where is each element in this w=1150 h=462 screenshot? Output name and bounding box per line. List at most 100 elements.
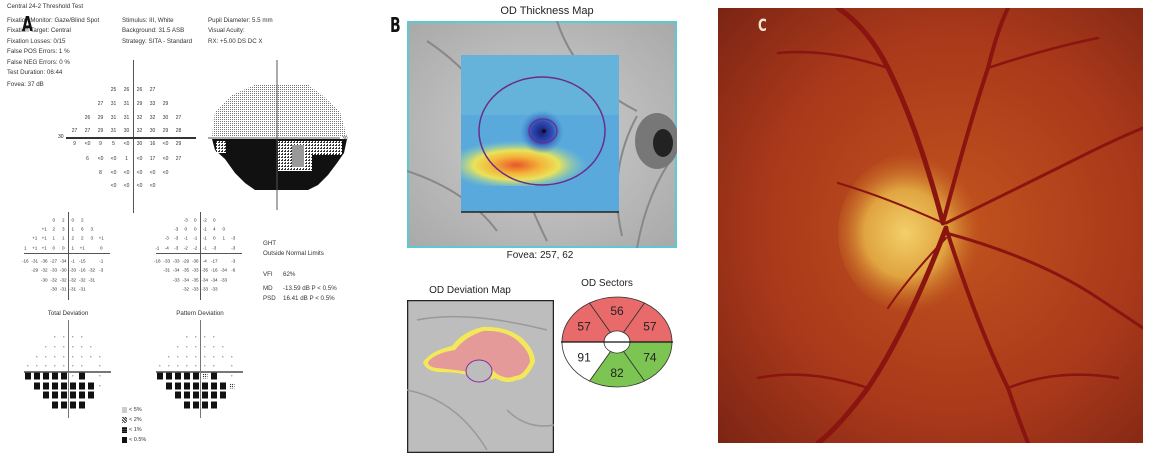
probability-symbol-normal: [35, 356, 38, 358]
field-value: 30: [162, 115, 169, 121]
field-value: 0: [184, 226, 188, 232]
sector-superior-nasal: [622, 302, 673, 343]
sector-value-inferior-nasal: 74: [643, 351, 657, 365]
field-value: 30: [123, 128, 130, 134]
total-deviation-horizontal-axis: [24, 253, 110, 255]
probability-symbol-0.5: [42, 382, 49, 390]
thickness-upper-band: [461, 55, 619, 115]
test-info-line: Fixation Losses: 0/15: [7, 37, 66, 45]
probability-symbol-0.5: [183, 382, 190, 390]
sector-value-inferior-temporal: 91: [577, 351, 591, 365]
field-value: -18: [153, 258, 161, 264]
legend-text: < 0.5%: [129, 437, 147, 443]
field-value: +1: [41, 226, 47, 232]
probability-symbol-0.5: [69, 401, 76, 409]
field-value: 1: [61, 235, 65, 241]
td-probability-vertical-axis: [68, 320, 69, 418]
field-value: -4: [202, 258, 207, 264]
sector-inferior: [588, 351, 646, 388]
fovea-threshold: Fovea: 37 dB: [7, 81, 44, 88]
field-value: 6: [86, 156, 89, 162]
field-value: -2: [202, 217, 207, 223]
probability-symbol-normal: [89, 356, 92, 358]
field-value: <0: [162, 141, 169, 147]
probability-symbol-0.5: [210, 382, 217, 390]
probability-symbol-0.5: [192, 391, 199, 399]
sector-value-superior-nasal: 57: [643, 320, 657, 334]
field-value: -3: [212, 245, 217, 251]
probability-symbol-0.5: [69, 382, 76, 390]
field-value: -1: [193, 235, 198, 241]
grayscale-hatched-region: [216, 141, 226, 153]
field-value: -30: [40, 277, 48, 283]
probability-symbol-0.5: [78, 382, 85, 390]
vfi-label: VFI: [263, 271, 273, 278]
legend-item-05: < 0.5%: [122, 437, 146, 443]
probability-symbol-0.5: [42, 391, 49, 399]
field-value: -32: [69, 277, 77, 283]
psd-value: 16.41 dB P < 0.5%: [283, 295, 335, 302]
field-value: <0: [162, 170, 169, 176]
probability-symbol-normal: [80, 336, 83, 338]
field-value: -33: [172, 258, 180, 264]
legend-symbol-5: [122, 407, 127, 413]
test-info-line: Fixation Monitor: Gaze/Blind Spot: [7, 17, 100, 24]
field-value: -17: [210, 258, 218, 264]
field-value: 2: [80, 235, 84, 241]
grayscale-axis-label: 30: [342, 136, 348, 142]
probability-symbol-0.5: [51, 391, 58, 399]
threshold-vertical-axis: [133, 60, 134, 213]
total-deviation-vertical-axis: [68, 212, 69, 300]
probability-symbol-normal: [176, 346, 179, 348]
fovea-depression: [520, 110, 564, 154]
probability-symbol-normal: [203, 336, 206, 338]
field-value: 1: [125, 156, 128, 162]
field-value: -2: [193, 245, 198, 251]
probability-symbol-normal: [98, 356, 101, 358]
legend-item-2: < 2%: [122, 417, 142, 423]
probability-symbol-0.5: [210, 391, 217, 399]
optic-cup: [653, 129, 673, 157]
probability-symbol-normal: [176, 356, 179, 358]
probability-symbol-0.5: [174, 382, 181, 390]
field-value: <0: [123, 170, 130, 176]
probability-symbol-0.5: [192, 372, 199, 380]
fovea-coordinates: Fovea: 257, 62: [506, 250, 574, 261]
field-value: -1: [202, 245, 207, 251]
field-value: +1: [98, 235, 104, 241]
outer-ring: [478, 76, 606, 186]
field-value: 6: [80, 226, 84, 232]
field-value: 31: [123, 101, 130, 107]
probability-symbol-normal: [71, 375, 74, 377]
test-name: Central 24-2 Threshold Test: [7, 3, 84, 10]
td-probability-horizontal-axis: [24, 371, 111, 373]
probability-symbol-0.5: [60, 401, 67, 409]
fovea-ring: [465, 359, 493, 383]
field-value: -16: [21, 258, 29, 264]
field-value: <0: [149, 183, 156, 189]
probability-symbol-normal: [203, 346, 206, 348]
probability-symbol-0.5: [78, 391, 85, 399]
test-info-line: RX: +5.00 DS DC X: [208, 37, 263, 45]
field-value: -32: [78, 277, 86, 283]
field-value: 2: [61, 217, 65, 223]
sector-superior: [588, 296, 646, 333]
panel-label-b: B: [390, 13, 401, 37]
probability-symbol-0.5: [219, 391, 226, 399]
deviation-map: [407, 300, 554, 453]
probability-symbol-0.5: [24, 372, 31, 380]
thickness-map-title: OD Thickness Map: [500, 5, 594, 17]
field-value: -33: [191, 286, 199, 292]
probability-symbol-normal: [194, 365, 197, 367]
sector-inferior-nasal: [622, 341, 673, 382]
field-value: 29: [162, 128, 169, 134]
field-value: 27: [175, 115, 182, 121]
probability-symbol-0.5: [210, 401, 217, 409]
field-value: 32: [149, 115, 156, 121]
field-value: <0: [110, 170, 117, 176]
field-value: 9: [73, 141, 76, 147]
field-value: 1: [23, 245, 27, 251]
field-value: 29: [175, 141, 182, 147]
field-value: 33: [149, 101, 156, 107]
field-value: 3: [90, 235, 94, 241]
